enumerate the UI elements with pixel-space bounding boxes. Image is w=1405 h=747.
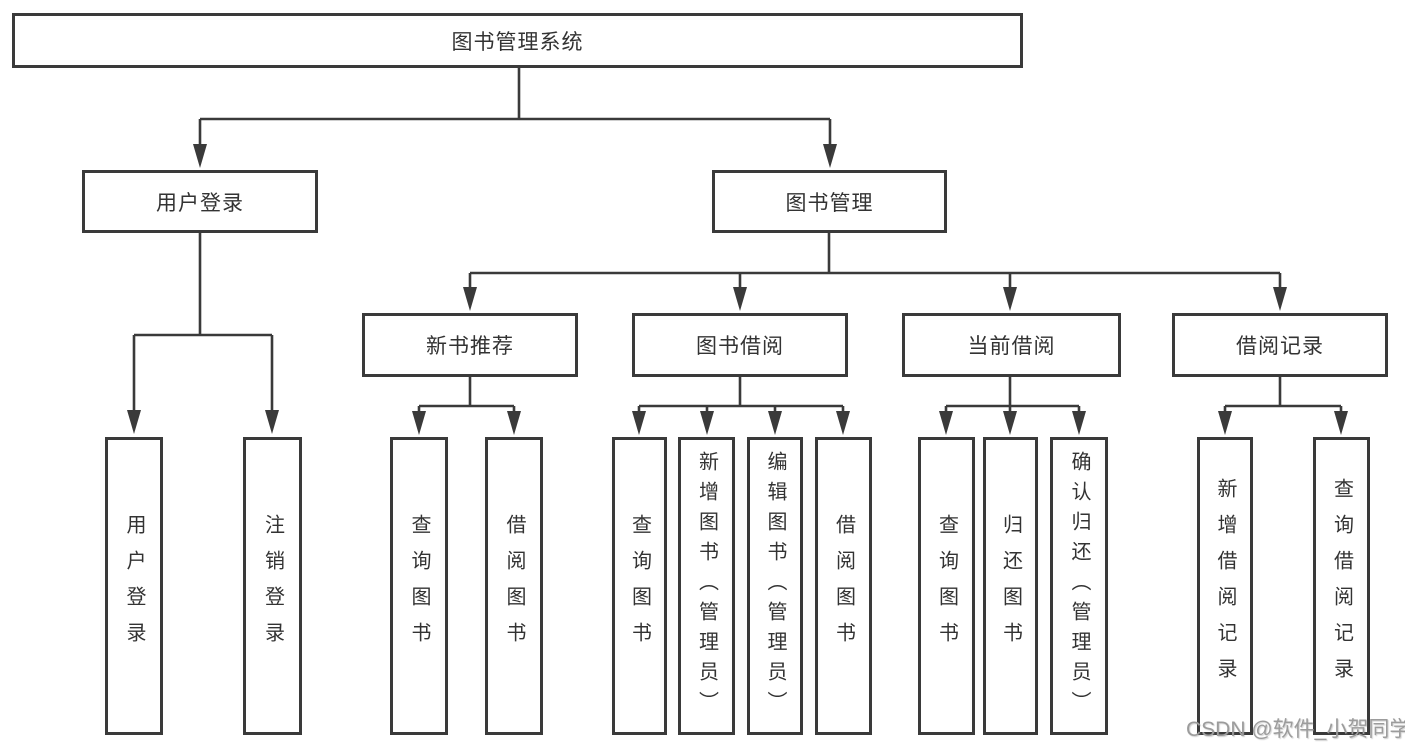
node-borrow-record-label: 借阅记录 xyxy=(1236,335,1324,358)
leaf-borrow-books-1-label: 借阅图书 xyxy=(503,514,525,658)
leaf-query-books-2: 查询图书 xyxy=(612,437,667,735)
leaf-query-books-1: 查询图书 xyxy=(390,437,448,735)
leaf-query-books-2-label: 查询图书 xyxy=(628,514,651,658)
leaf-return-books-label: 归还图书 xyxy=(999,514,1022,658)
leaf-confirm-return-admin-label: 确认归还（管理员） xyxy=(1068,451,1090,721)
leaf-edit-books-admin-label: 编辑图书（管理员） xyxy=(764,451,786,721)
node-root: 图书管理系统 xyxy=(12,13,1023,68)
node-new-book-recommend-label: 新书推荐 xyxy=(426,335,514,358)
leaf-add-borrow-record: 新增借阅记录 xyxy=(1197,437,1253,735)
leaf-query-borrow-record-label: 查询借阅记录 xyxy=(1330,478,1353,694)
leaf-add-borrow-record-label: 新增借阅记录 xyxy=(1214,478,1236,694)
leaf-user-login-label: 用户登录 xyxy=(123,514,145,658)
leaf-logout: 注销登录 xyxy=(243,437,302,735)
leaf-user-login: 用户登录 xyxy=(105,437,163,735)
node-book-management: 图书管理 xyxy=(712,170,947,233)
node-user-login: 用户登录 xyxy=(82,170,318,233)
node-current-borrow: 当前借阅 xyxy=(902,313,1121,377)
leaf-query-books-3-label: 查询图书 xyxy=(935,514,958,658)
leaf-query-books-3: 查询图书 xyxy=(918,437,975,735)
node-borrow-record: 借阅记录 xyxy=(1172,313,1388,377)
leaf-logout-label: 注销登录 xyxy=(261,514,284,658)
node-book-borrow-label: 图书借阅 xyxy=(696,335,784,358)
leaf-borrow-books-2: 借阅图书 xyxy=(815,437,872,735)
node-root-label: 图书管理系统 xyxy=(451,30,584,54)
leaf-borrow-books-1: 借阅图书 xyxy=(485,437,543,735)
leaf-edit-books-admin: 编辑图书（管理员） xyxy=(747,437,803,735)
node-current-borrow-label: 当前借阅 xyxy=(967,335,1056,358)
node-book-borrow: 图书借阅 xyxy=(632,313,848,377)
leaf-query-borrow-record: 查询借阅记录 xyxy=(1313,437,1370,735)
leaf-return-books: 归还图书 xyxy=(983,437,1038,735)
leaf-borrow-books-2-label: 借阅图书 xyxy=(832,514,855,658)
leaf-query-books-1-label: 查询图书 xyxy=(408,514,430,658)
leaf-confirm-return-admin: 确认归还（管理员） xyxy=(1050,437,1108,735)
leaf-add-books-admin: 新增图书（管理员） xyxy=(678,437,735,735)
csdn-watermark: CSDN @软件_小贺同学 xyxy=(1186,718,1405,741)
node-book-management-label: 图书管理 xyxy=(785,191,874,215)
leaf-add-books-admin-label: 新增图书（管理员） xyxy=(695,451,718,721)
node-new-book-recommend: 新书推荐 xyxy=(362,313,578,377)
node-user-login-label: 用户登录 xyxy=(156,191,244,215)
